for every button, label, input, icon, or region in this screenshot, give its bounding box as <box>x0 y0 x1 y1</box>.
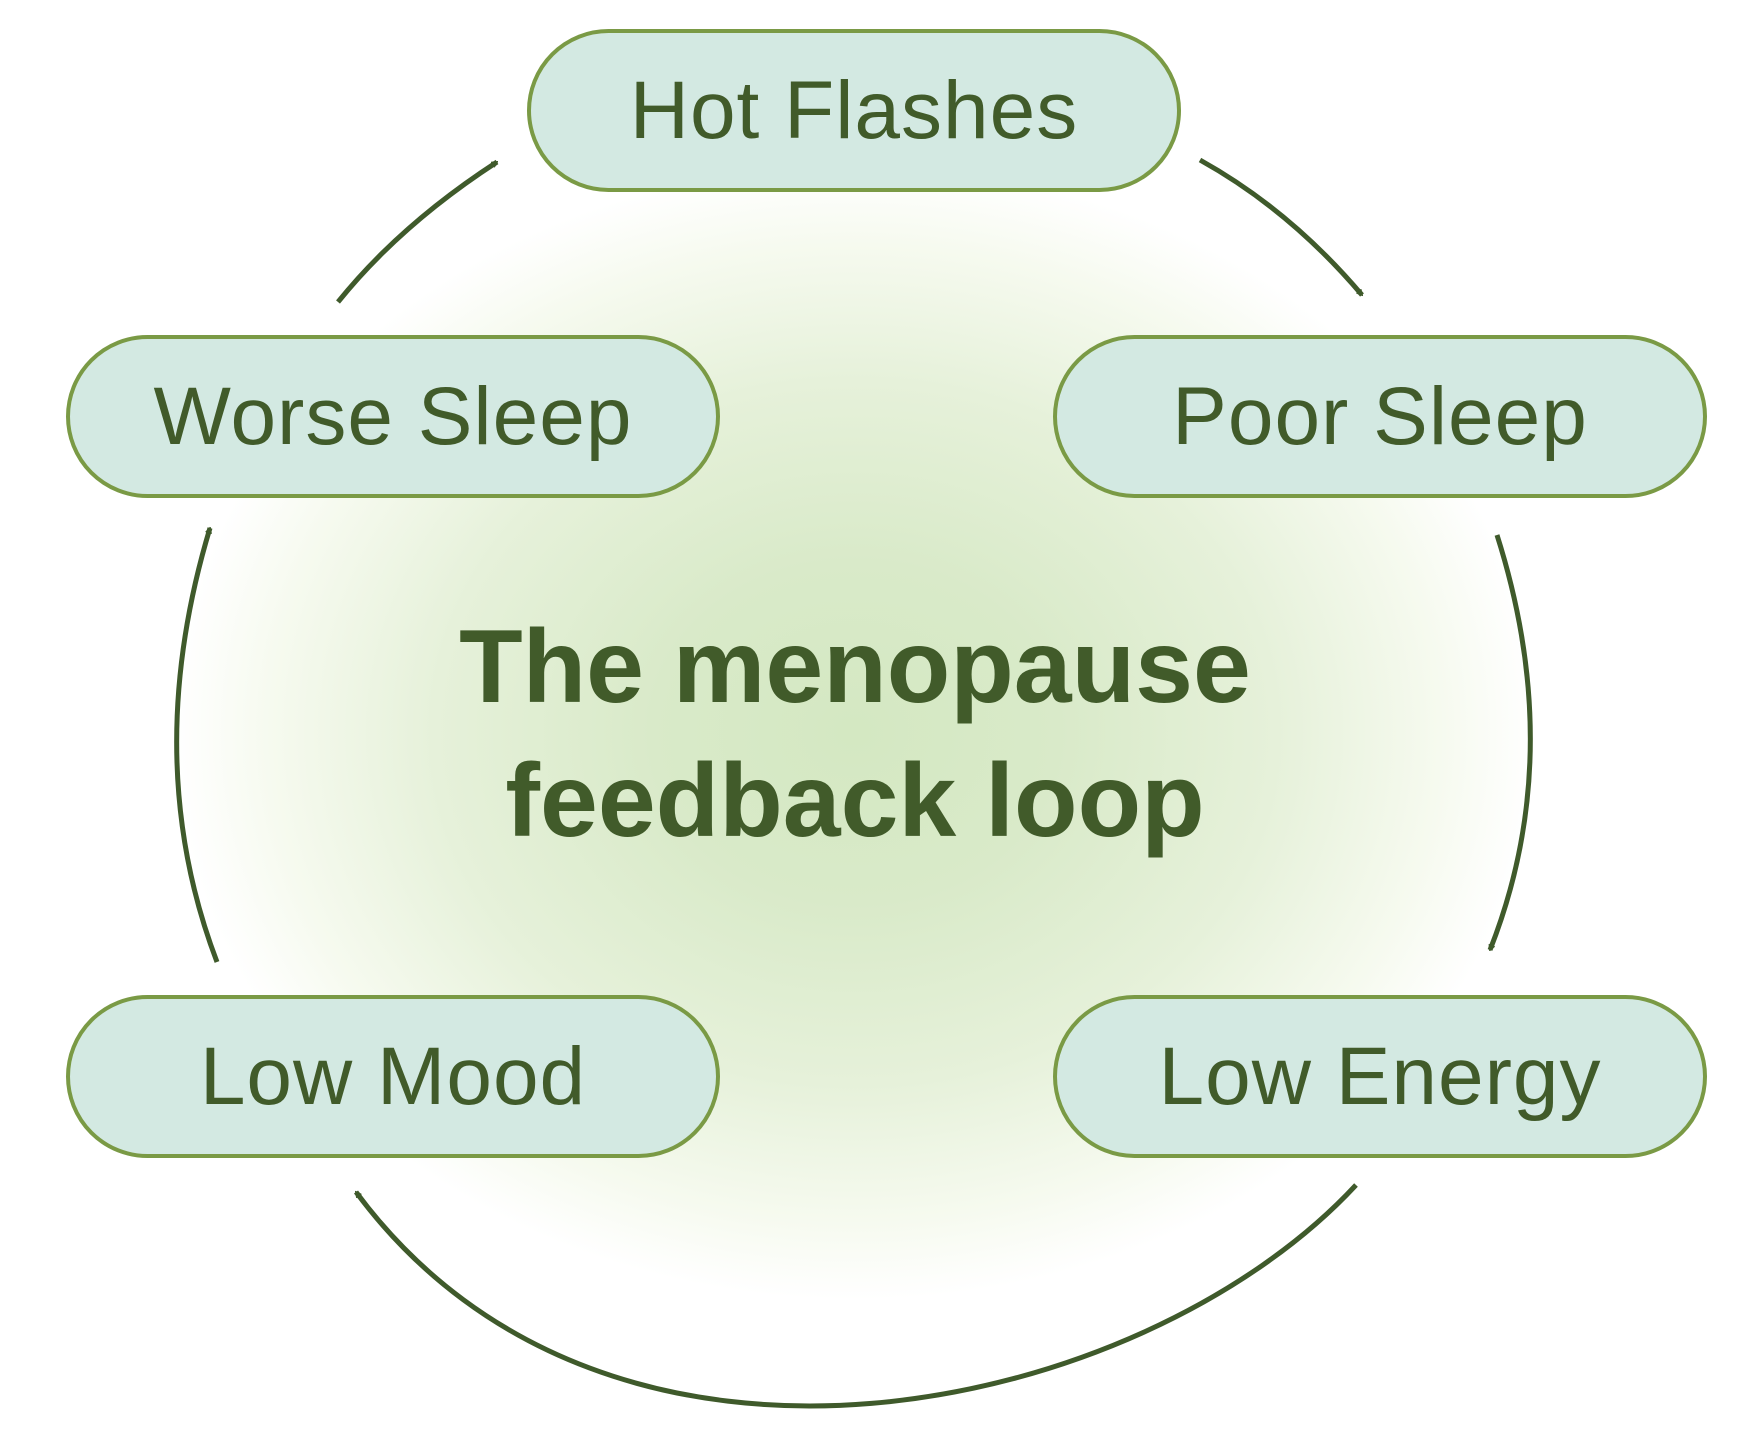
arrow-poor-sleep-to-low-energy <box>1487 534 1533 950</box>
node-low-energy: Low Energy <box>1053 995 1707 1158</box>
node-label: Poor Sleep <box>1172 370 1588 462</box>
node-label: Low Mood <box>199 1030 587 1122</box>
diagram-title: The menopause feedback loop <box>330 600 1380 868</box>
title-line-2: feedback loop <box>505 743 1205 859</box>
node-label: Worse Sleep <box>153 370 633 462</box>
node-label: Low Energy <box>1158 1030 1602 1122</box>
arrow-hot-flashes-to-poor-sleep <box>1198 157 1364 297</box>
arrow-low-mood-to-worse-sleep <box>174 528 220 963</box>
node-poor-sleep: Poor Sleep <box>1053 335 1707 498</box>
arrow-worse-sleep-to-hot-flashes <box>336 159 497 304</box>
node-worse-sleep: Worse Sleep <box>66 335 720 498</box>
node-hot-flashes: Hot Flashes <box>527 29 1181 192</box>
node-low-mood: Low Mood <box>66 995 720 1158</box>
arrow-low-energy-to-low-mood <box>353 1183 1358 1409</box>
node-label: Hot Flashes <box>629 64 1079 156</box>
title-line-1: The menopause <box>459 609 1251 725</box>
